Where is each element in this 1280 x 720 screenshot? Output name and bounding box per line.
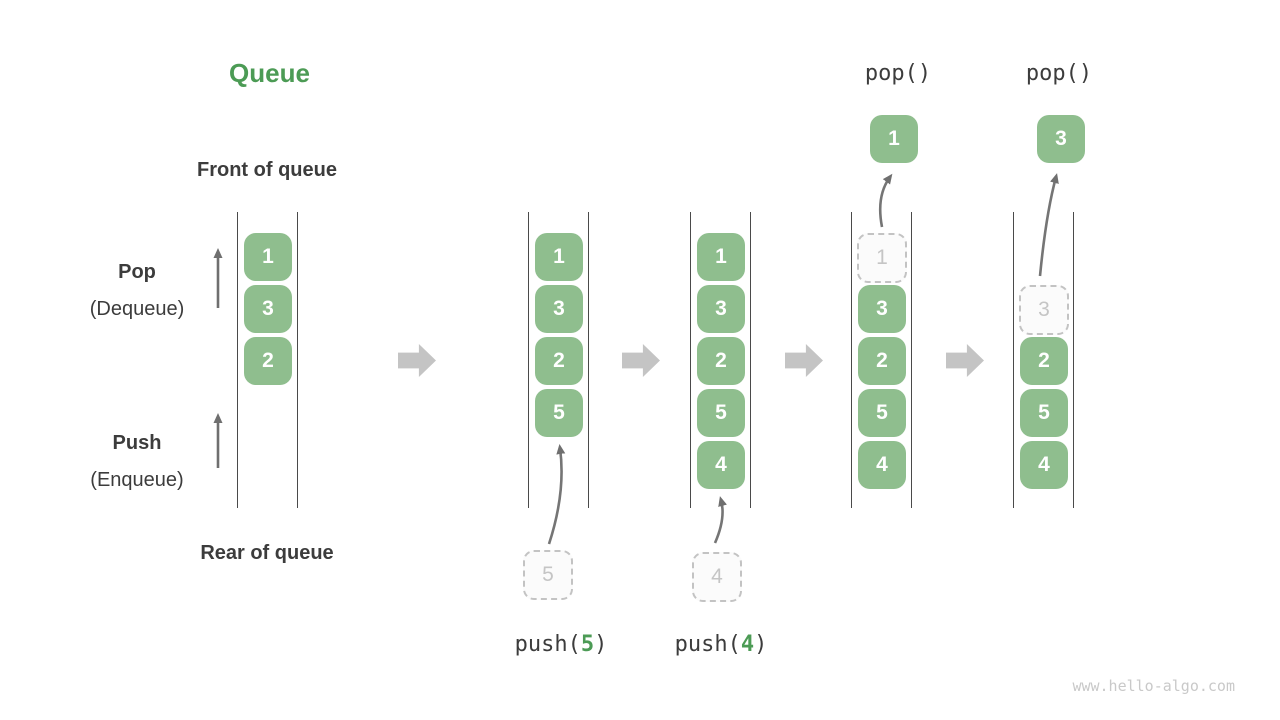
pop-call-label: pop() <box>979 61 1139 86</box>
front-of-queue-label: Front of queue <box>197 159 337 181</box>
diagram-title: Queue <box>229 58 310 88</box>
push-close-text: ) <box>754 632 768 657</box>
queue-item: 4 <box>1020 441 1068 489</box>
queue-item: 2 <box>697 337 745 385</box>
queue-item: 2 <box>535 337 583 385</box>
queue-item: 3 <box>535 285 583 333</box>
queue-item: 3 <box>858 285 906 333</box>
rear-of-queue-label: Rear of queue <box>200 542 334 564</box>
push-arg-text: 5 <box>580 632 595 657</box>
push-close-text: ) <box>594 632 608 657</box>
push-5-label: push(5) <box>481 632 641 657</box>
queue-item: 5 <box>858 389 906 437</box>
queue-rail-1 <box>237 212 298 508</box>
queue-item: 2 <box>858 337 906 385</box>
queue-item: 5 <box>1020 389 1068 437</box>
step-arrow-icon <box>398 344 436 377</box>
pop-label: Pop <box>118 261 156 283</box>
enqueue-label: (Enqueue) <box>90 469 184 491</box>
pop-call-label: pop() <box>818 61 978 86</box>
incoming-item: 4 <box>692 552 742 602</box>
dequeue-label: (Dequeue) <box>89 298 185 320</box>
ghost-item: 3 <box>1019 285 1069 335</box>
queue-item: 5 <box>535 389 583 437</box>
queue-item: 2 <box>244 337 292 385</box>
queue-item: 1 <box>244 233 292 281</box>
queue-item: 3 <box>244 285 292 333</box>
queue-item: 1 <box>535 233 583 281</box>
push-fn-text: push( <box>674 632 741 657</box>
push-label: Push <box>112 432 162 454</box>
queue-rail-2 <box>528 212 589 508</box>
pop-call-text: pop() <box>864 61 932 86</box>
queue-item: 4 <box>697 441 745 489</box>
pop-call-text: pop() <box>1025 61 1093 86</box>
push-4-label: push(4) <box>641 632 801 657</box>
step-arrow-icon <box>946 344 984 377</box>
queue-rail-4 <box>851 212 912 508</box>
queue-rail-3 <box>690 212 751 508</box>
ghost-item: 1 <box>857 233 907 283</box>
push-arg-text: 4 <box>740 632 755 657</box>
watermark: www.hello-algo.com <box>1072 677 1235 695</box>
queue-item: 3 <box>697 285 745 333</box>
step-arrow-icon <box>622 344 660 377</box>
queue-rail-5 <box>1013 212 1074 508</box>
queue-item: 4 <box>858 441 906 489</box>
step-arrow-icon <box>785 344 823 377</box>
queue-item: 1 <box>697 233 745 281</box>
queue-item: 2 <box>1020 337 1068 385</box>
popped-item: 1 <box>870 115 918 163</box>
incoming-item: 5 <box>523 550 573 600</box>
popped-item: 3 <box>1037 115 1085 163</box>
push-fn-text: push( <box>514 632 581 657</box>
queue-item: 5 <box>697 389 745 437</box>
